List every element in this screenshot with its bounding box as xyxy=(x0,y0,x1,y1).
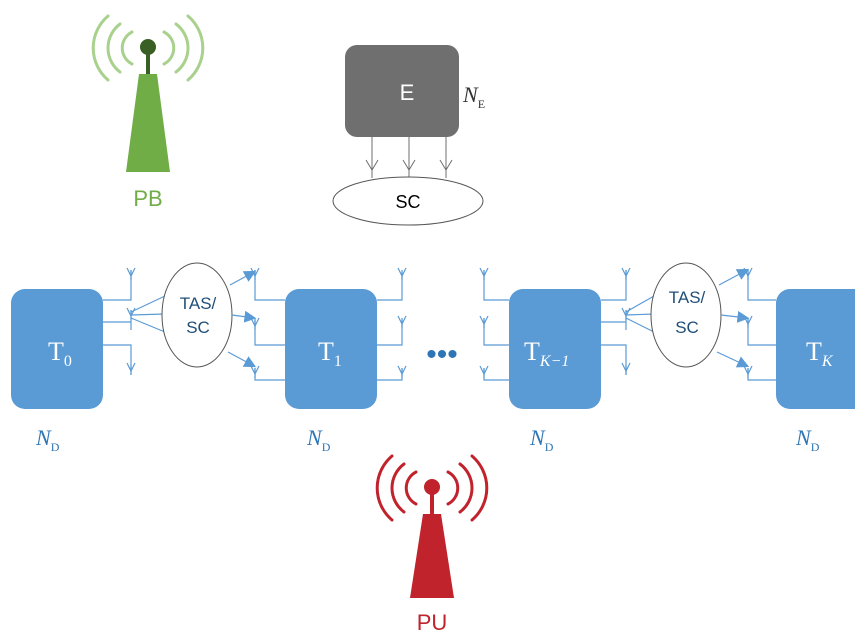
node-tk-label: TK xyxy=(806,337,834,370)
node-tk-minus-1-antennas-left xyxy=(479,267,509,381)
node-t0-count-sub: D xyxy=(51,440,60,454)
combiner-2-line2: SC xyxy=(675,318,699,337)
node-tk-sub: K xyxy=(821,353,834,370)
node-tk-minus-1-box xyxy=(509,289,601,409)
node-tk-minus-1-label: TK−1 xyxy=(524,337,569,370)
node-t0-sub: 0 xyxy=(64,353,72,370)
pu-wave-icon xyxy=(375,454,489,522)
combiner-2-line1: TAS/ xyxy=(669,288,706,307)
node-tk-antennas-left xyxy=(743,267,776,381)
node-t0-count-main: N xyxy=(35,425,52,450)
node-t1: T1 ND xyxy=(250,267,407,454)
node-t1-antennas-left xyxy=(250,267,285,381)
node-t0: T0 ND xyxy=(11,267,136,454)
eavesdropper: E NE SC xyxy=(332,45,485,226)
node-t0-antenna-count: ND xyxy=(35,425,60,454)
node-tk-box xyxy=(776,289,855,409)
eavesdropper-combiner xyxy=(332,176,484,226)
antenna-count-main: N xyxy=(462,82,479,107)
eavesdropper-label: E xyxy=(400,80,415,105)
pb-label: PB xyxy=(133,186,162,211)
power-beacon: PB xyxy=(91,14,205,211)
node-t1-antenna-count: ND xyxy=(306,425,331,454)
ellipsis-dots: ••• xyxy=(426,338,458,371)
combiner-2-ellipse xyxy=(650,262,722,368)
node-tk-count-main: N xyxy=(795,425,812,450)
eavesdropper-antenna-count: NE xyxy=(462,82,485,111)
tas-sc-combiner-1: TAS/ SC xyxy=(130,262,257,368)
eavesdropper-box xyxy=(345,45,459,137)
node-t1-antennas-right xyxy=(377,267,407,381)
node-tk-count-sub: D xyxy=(811,440,820,454)
node-t1-count-sub: D xyxy=(322,440,331,454)
node-t0-main: T xyxy=(48,337,64,366)
pb-wave-icon xyxy=(91,14,205,82)
node-t1-main: T xyxy=(318,337,334,366)
node-t1-sub: 1 xyxy=(334,353,342,370)
combiner-1-ellipse xyxy=(161,262,233,368)
node-tk-minus-1-sub: K−1 xyxy=(539,353,569,370)
antenna-tower-icon xyxy=(410,479,454,598)
node-tk-antenna-count: ND xyxy=(795,425,820,454)
node-t0-label: T0 xyxy=(48,337,72,370)
primary-user: PU xyxy=(375,454,489,635)
node-tk-minus-1-count-main: N xyxy=(529,425,546,450)
node-tk-minus-1-antenna-count: ND xyxy=(529,425,554,454)
node-tk-main: T xyxy=(806,337,822,366)
antenna-tower-icon xyxy=(126,39,170,172)
node-t1-box xyxy=(285,289,377,409)
node-t0-antennas xyxy=(103,267,136,376)
combiner-1-line1: TAS/ xyxy=(180,294,217,313)
combiner-1-line2: SC xyxy=(186,318,210,337)
node-tk-minus-1-count-sub: D xyxy=(545,440,554,454)
node-t0-box xyxy=(11,289,103,409)
eavesdropper-combiner-label: SC xyxy=(395,192,420,212)
antenna-count-sub: E xyxy=(478,97,485,111)
eavesdropper-antennas xyxy=(365,137,453,178)
tas-sc-combiner-2: TAS/ SC xyxy=(625,262,750,368)
node-tk-minus-1-main: T xyxy=(524,337,540,366)
node-t1-count-main: N xyxy=(306,425,323,450)
pu-label: PU xyxy=(417,610,448,635)
node-t1-label: T1 xyxy=(318,337,342,370)
node-tk: TK ND xyxy=(743,267,855,454)
node-tk-minus-1-antennas-right xyxy=(601,267,631,376)
node-tk-minus-1: TK−1 ND xyxy=(479,267,631,454)
